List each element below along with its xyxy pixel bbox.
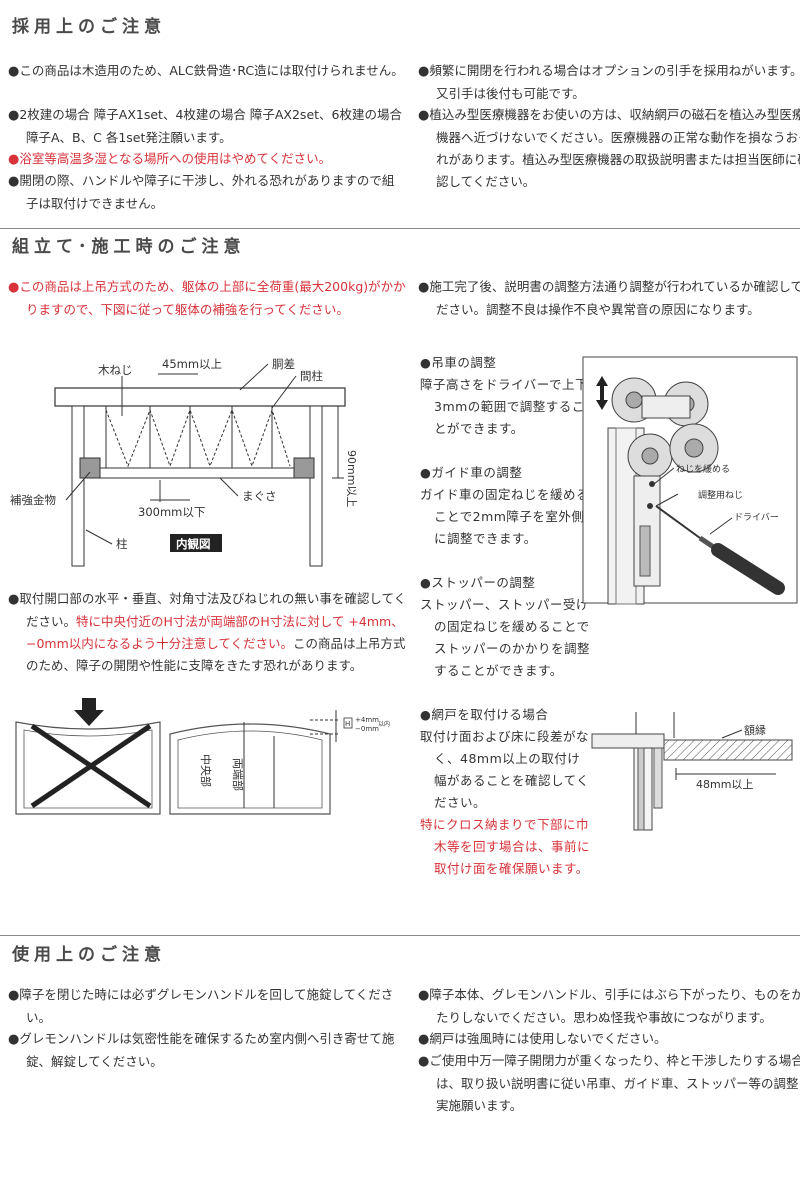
label-loosen-screw: ねじを緩める: [676, 463, 730, 475]
usage-note-3: ●障子本体、グレモンハンドル、引手にはぶら下がったり、ものをかけたりしないでくだ…: [418, 987, 800, 1025]
section-title-assembly: 組立て･施工時のご注意: [12, 237, 246, 257]
label-reinforce-metal: 補強金物: [10, 493, 56, 507]
label-dousa: 胴差: [272, 357, 295, 371]
opening-check-diagram: 中央部 両端部 H +4mm −0mm 以内: [15, 698, 390, 815]
screen-install-block: ●網戸を取付ける場合 取付け面および床に段差がなく、48mm以上の取付け幅がある…: [420, 707, 591, 876]
adoption-note-5: ●頻繁に開閉を行われる場合はオプションの引手を採用ねがいます。又引手は後付も可能…: [418, 63, 800, 101]
label-mabashira: 間柱: [300, 369, 323, 383]
assembly-opening-note: ●取付開口部の水平・垂直、対角寸法及びねじれの無い事を確認してください。特に中央…: [8, 591, 407, 673]
adoption-note-4: ●開閉の際、ハンドルや障子に干渉し、外れる恐れがありますので組子は取付けできませ…: [8, 173, 395, 211]
label-45mm: 45mm以上: [162, 357, 222, 371]
guide-adjust-block: ●ガイド車の調整 ガイド車の固定ねじを緩めることで2mm障子を室外側に調整できま…: [420, 465, 590, 546]
section-title-usage: 使用上のご注意: [12, 945, 166, 965]
label-ryotan: 両端部: [231, 758, 245, 791]
usage-note-2: ●グレモンハンドルは気密性能を確保するため室内側へ引き寄せて施錠、解錠してくださ…: [8, 1031, 395, 1069]
label-chuo: 中央部: [199, 754, 213, 787]
reinforcement-diagram: 90mm以上 300mm以下 木ねじ 45mm以上 胴差 間柱 補強金物 まぐさ…: [10, 357, 358, 567]
label-frame: 額縁: [744, 723, 766, 737]
label-hashira: 柱: [116, 537, 128, 551]
label-naikan: 内観図: [176, 537, 211, 551]
assembly-load-warning: ●この商品は上吊方式のため、躯体の上部に全荷重(最大200kg)がかかりますので…: [8, 279, 406, 317]
adoption-note-2: ●2枚建の場合 障子AX1set、4枚建の場合 障子AX2set、6枚建の場合 …: [8, 107, 402, 145]
label-90mm: 90mm以上: [345, 450, 358, 507]
section-title-adoption: 採用上のご注意: [12, 17, 166, 37]
label-adjust-screw: 調整用ねじ: [698, 489, 743, 501]
assembly-adjust-check: ●施工完了後、説明書の調整方法通り調整が行われているか確認してください。調整不良…: [418, 279, 800, 317]
stopper-adjust-block: ●ストッパーの調整 ストッパー、ストッパー受けの固定ねじを緩めることでストッパー…: [420, 575, 591, 678]
label-wood-screw: 木ねじ: [98, 363, 133, 377]
section-divider-1: [0, 228, 800, 229]
hanger-wheel-diagram: ねじを緩める 調整用ねじ ドライバー: [582, 356, 798, 605]
label-300mm: 300mm以下: [138, 505, 205, 519]
adoption-note-6: ●植込み型医療機器をお使いの方は、収納網戸の磁石を植込み型医療機器へ近づけないで…: [418, 107, 800, 189]
adoption-note-3-warning: ●浴室等高温多湿となる場所への使用はやめてください。: [8, 151, 332, 167]
label-magusa: まぐさ: [242, 489, 277, 503]
label-tol-within: 以内: [378, 720, 390, 728]
usage-note-5: ●ご使用中万一障子開閉力が重くなったり、枠と干渉したりする場合は、取り扱い説明書…: [418, 1053, 800, 1113]
label-driver: ドライバー: [734, 512, 779, 523]
label-tol-minus: −0mm: [355, 725, 379, 733]
adoption-note-1: ●この商品は木造用のため、ALC鉄骨造･RC造には取付けられません。: [8, 63, 404, 79]
label-h: H: [345, 720, 350, 728]
hanger-adjust-block: ●吊車の調整 障子高さをドライバーで上下3mmの範囲で調整することができます。: [420, 355, 589, 436]
label-48mm: 48mm以上: [696, 778, 753, 791]
usage-note-4: ●網戸は強風時には使用しないでください。: [418, 1031, 667, 1047]
label-tol-plus: +4mm: [355, 716, 379, 724]
section-divider-2: [0, 935, 800, 936]
screen-install-diagram: 額縁 48mm以上: [591, 712, 793, 831]
usage-note-1: ●障子を閉じた時には必ずグレモンハンドルを回して施錠してください。: [8, 987, 394, 1025]
